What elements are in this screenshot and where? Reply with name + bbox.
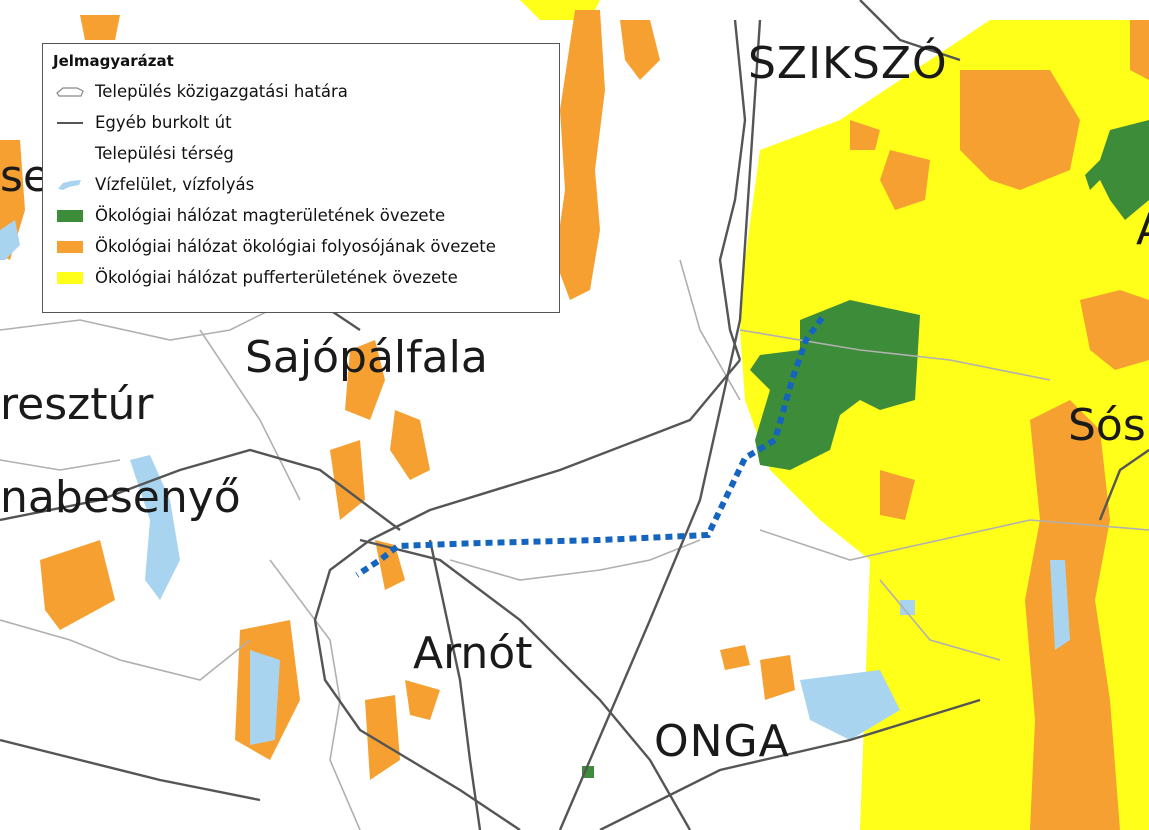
water-bodies — [0, 220, 1070, 745]
planned-route — [355, 316, 825, 578]
map-legend: Jelmagyarázat Település közigazgatási ha… — [42, 43, 560, 313]
place-label-resztur: resztúr — [0, 379, 154, 430]
green-patch-icon — [53, 207, 87, 225]
place-label-szikszo: SZIKSZÓ — [748, 38, 948, 89]
legend-item-label: Ökológiai hálózat ökológiai folyosójának… — [95, 237, 496, 256]
yellow-patch-icon — [53, 269, 87, 287]
place-label-onga: ONGA — [654, 716, 790, 767]
legend-item-core: Ökológiai hálózat magterületének övezete — [53, 200, 549, 231]
road-line-icon — [53, 114, 87, 132]
place-label-sos: Sós — [1068, 400, 1146, 451]
legend-item-boundary: Település közigazgatási határa — [53, 76, 549, 107]
legend-title: Jelmagyarázat — [53, 52, 174, 70]
legend-item-road: Egyéb burkolt út — [53, 107, 549, 138]
legend-item-label: Ökológiai hálózat pufferterületének övez… — [95, 268, 458, 287]
legend-item-label: Egyéb burkolt út — [95, 113, 232, 132]
legend-item-corridor: Ökológiai hálózat ökológiai folyosójának… — [53, 231, 549, 262]
place-label-arnot: Arnót — [413, 628, 533, 679]
place-label-se: se — [0, 151, 50, 202]
legend-item-label: Települési térség — [95, 144, 234, 163]
place-label-sajopalfala: Sajópálfala — [245, 332, 488, 383]
place-label-habesenyo: nabesenyő — [0, 472, 241, 523]
legend-item-buffer: Ökológiai hálózat pufferterületének övez… — [53, 262, 549, 293]
settlement-area-icon — [53, 145, 87, 163]
legend-item-label: Település közigazgatási határa — [95, 82, 348, 101]
legend-item-label: Ökológiai hálózat magterületének övezete — [95, 206, 446, 225]
legend-item-label: Vízfelület, vízfolyás — [95, 175, 255, 194]
place-label-a: A — [1136, 208, 1149, 252]
orange-patch-icon — [53, 238, 87, 256]
boundary-line-icon — [53, 83, 87, 101]
water-patch-icon — [53, 176, 87, 194]
legend-item-water: Vízfelület, vízfolyás — [53, 169, 549, 200]
legend-item-settlement: Települési térség — [53, 138, 549, 169]
